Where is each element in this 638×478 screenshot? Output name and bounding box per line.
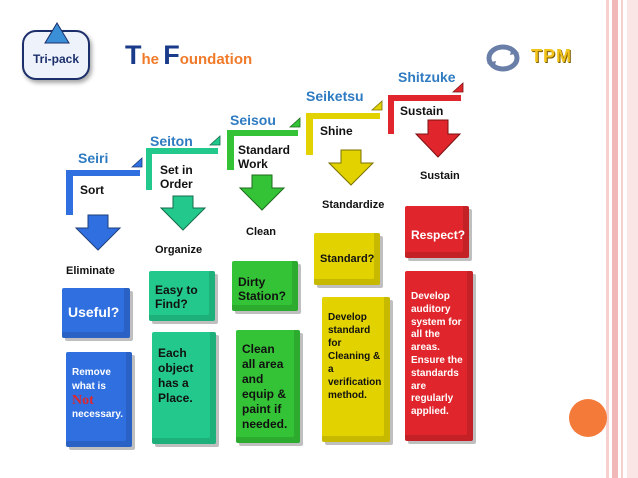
step-bar-shitzuke (388, 95, 461, 134)
title-word: he (141, 51, 164, 68)
step-bar-seisou (227, 130, 298, 170)
action-sustain: Sustain (420, 170, 460, 182)
stripe-decoration (606, 0, 609, 478)
question-text: Standard? (320, 253, 375, 265)
detail-box-seisou: Clean all area and equip & paint if need… (236, 330, 300, 443)
stripe-decoration (612, 0, 618, 478)
detail-text: Remove what is (72, 367, 111, 392)
action-eliminate: Eliminate (66, 265, 115, 277)
page-title: The Foundation (125, 40, 252, 71)
step-bar-seiton (146, 148, 218, 190)
step-label-seiri: Seiri (78, 150, 109, 166)
detail-text: Develop standard for Cleaning & a verifi… (328, 312, 382, 401)
detail-box-seiketsu: Develop standard for Cleaning & a verifi… (322, 297, 390, 442)
orange-dot (569, 399, 607, 437)
stripe-decoration (621, 0, 623, 478)
detail-text: Develop auditory system for all the area… (411, 291, 463, 418)
question-box-standard: Standard? (314, 233, 380, 285)
step-label-seiton: Seiton (150, 133, 193, 149)
detail-text: Clean all area and equip & paint if need… (242, 342, 288, 431)
question-box-easy-to-find: Easy to Find? (149, 271, 215, 321)
question-box-respect: Respect? (405, 206, 469, 258)
detail-text: necessary. (72, 409, 123, 420)
title-initial: F (163, 40, 180, 70)
triangle-logo-icon (44, 22, 70, 44)
logo-text: Tri-pack (32, 52, 80, 66)
detail-text: Each object has a Place. (158, 346, 194, 405)
step-label-seisou: Seisou (230, 112, 276, 128)
action-organize: Organize (155, 244, 203, 256)
detail-box-shitzuke: Develop auditory system for all the area… (405, 271, 473, 441)
action-clean: Clean (246, 226, 276, 238)
tpm-badge: TPM (531, 46, 572, 66)
translation-seiri: Sort (80, 183, 104, 197)
translation-seiton: Set in Order (160, 163, 193, 191)
tripack-logo: Tri-pack (22, 22, 90, 80)
question-box-useful: Useful? (62, 288, 130, 338)
recycle-icon (486, 44, 520, 72)
question-text: Dirty Station? (238, 275, 286, 303)
translation-seisou: Standard Work (238, 143, 291, 171)
title-word: oundation (179, 51, 253, 68)
question-text: Respect? (411, 228, 466, 242)
detail-box-seiton: Each object has a Place. (152, 332, 216, 444)
translation-shitzuke: Sustain (400, 104, 444, 118)
step-label-seiketsu: Seiketsu (306, 88, 364, 104)
question-text: Easy to Find? (155, 283, 198, 311)
step-bar-seiketsu (306, 113, 380, 155)
step-label-shitzuke: Shitzuke (398, 69, 456, 85)
step-bar-seiri (66, 170, 140, 215)
title-initial: T (125, 40, 142, 70)
detail-box-seiri: Remove what is Not necessary. (66, 352, 132, 447)
action-standardize: Standardize (322, 199, 385, 211)
stripe-decoration (627, 0, 638, 478)
question-box-dirty-station: Dirty Station? (232, 261, 298, 311)
translation-seiketsu: Shine (320, 124, 353, 138)
detail-highlight: Not (72, 393, 94, 408)
question-text: Useful? (68, 304, 120, 320)
